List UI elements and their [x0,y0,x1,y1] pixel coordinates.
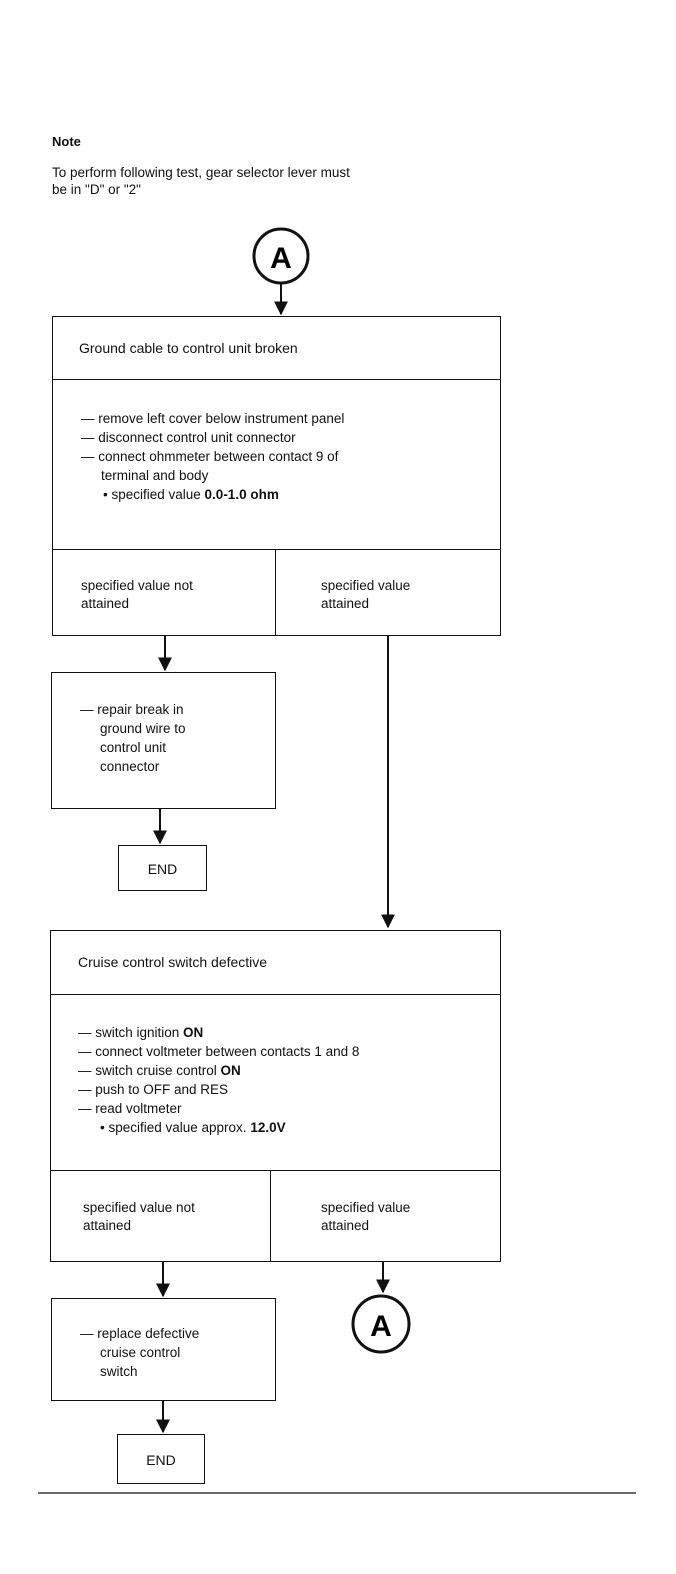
box1-steps-cell: — remove left cover below instrument pan… [52,379,501,550]
box1-step-2: — disconnect control unit connector [81,430,296,445]
replace-line-3: switch [100,1364,138,1379]
box2-steps: — switch ignition ON — connect voltmeter… [78,1023,359,1137]
replace-line-1: — replace defective [80,1326,200,1341]
box1-not-attained: specified value not attained [81,577,193,613]
box2-attained-line-1: specified value [321,1200,411,1215]
note-heading: Note [52,134,81,149]
connector-a-top: A [252,227,310,285]
box1-not-attained-line-1: specified value not [81,578,193,593]
note-text: To perform following test, gear selector… [52,164,492,198]
repair-text: — repair break in ground wire to control… [80,700,186,776]
box1-not-attained-cell: specified value not attained [52,549,276,636]
note-text-line-2: be in "D" or "2" [52,182,141,197]
box1-step-1: — remove left cover below instrument pan… [81,411,345,426]
box1-title: Ground cable to control unit broken [79,340,298,356]
box1-step-3: — connect ohmmeter between contact 9 of [81,449,339,464]
replace-text: — replace defective cruise control switc… [80,1324,199,1381]
box1-not-attained-line-2: attained [81,596,130,611]
box2-step-4: — push to OFF and RES [78,1082,229,1097]
repair-line-2: ground wire to [100,721,186,736]
box2-step-1-text: — switch ignition [78,1025,184,1040]
repair-box: — repair break in ground wire to control… [51,672,276,809]
box1-steps: — remove left cover below instrument pan… [81,409,344,504]
connector-a-top-label: A [270,242,292,275]
box2-step-1: — switch ignition ON [78,1023,359,1042]
box2-not-attained-line-2: attained [83,1218,132,1233]
connector-a-bottom: A [351,1294,411,1354]
end-box-2: END [117,1434,205,1484]
box2-title: Cruise control switch defective [78,954,268,970]
repair-line-3: control unit [100,740,167,755]
repair-line-1: — repair break in [80,702,184,717]
box1-step-3-cont: terminal and body [101,468,209,483]
box2-not-attained-cell: specified value not attained [50,1170,271,1262]
box2-attained-cell: specified value attained [270,1170,501,1262]
box2-not-attained-line-1: specified value not [83,1200,195,1215]
repair-line-4: connector [100,759,160,774]
box2-step-3: — switch cruise control ON [78,1061,359,1080]
box2-step-2: — connect voltmeter between contacts 1 a… [78,1044,360,1059]
box2-attained-line-2: attained [321,1218,370,1233]
box1-title-cell: Ground cable to control unit broken [52,316,501,380]
box2-spec-prefix: • specified value approx. [100,1120,251,1135]
connector-a-bottom-label: A [370,1310,392,1343]
end-label-2: END [146,1452,176,1468]
box1-spec-value: 0.0-1.0 ohm [204,487,279,502]
box2-spec-value: 12.0V [250,1120,286,1135]
box1-attained: specified value attained [321,577,410,613]
box1-attained-line-2: attained [321,596,370,611]
box1-spec: • specified value 0.0-1.0 ohm [81,485,344,504]
box2-steps-cell: — switch ignition ON — connect voltmeter… [50,994,501,1171]
box1-attained-line-1: specified value [321,578,411,593]
box2-not-attained: specified value not attained [83,1199,195,1235]
box2-step-3-bold: ON [220,1063,241,1078]
box2-step-1-bold: ON [183,1025,204,1040]
end-box-1: END [118,845,207,891]
box2-step-3-text: — switch cruise control [78,1063,221,1078]
box2-attained: specified value attained [321,1199,410,1235]
end-label-1: END [147,861,178,877]
box1-attained-cell: specified value attained [275,549,501,636]
replace-line-2: cruise control [100,1345,181,1360]
note-text-line-1: To perform following test, gear selector… [52,165,350,180]
box2-step-5: — read voltmeter [78,1101,182,1116]
box2-spec: • specified value approx. 12.0V [78,1118,359,1137]
box2-title-cell: Cruise control switch defective [50,930,501,995]
box1-spec-prefix: • specified value [103,487,205,502]
replace-box: — replace defective cruise control switc… [51,1298,276,1401]
